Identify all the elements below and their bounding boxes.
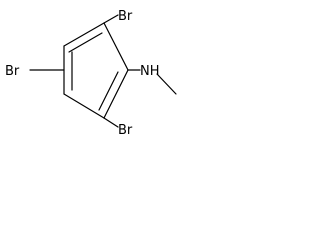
ring-bond-right-lower — [103, 69, 129, 119]
ring-bond-right-lower-inner — [98, 71, 119, 111]
ring-bond-right-upper — [103, 22, 129, 71]
ring-bond-top-inner — [68, 32, 103, 53]
ring-bond-top — [63, 22, 105, 47]
bond-to-br-top — [103, 14, 119, 24]
benzene-ring — [63, 22, 129, 119]
br-bottom-label: Br — [118, 123, 133, 138]
bond-to-br-bottom — [103, 117, 119, 128]
ring-bond-bottom — [63, 93, 105, 119]
bond-amine-methyl — [156, 73, 177, 95]
br-left-label: Br — [5, 64, 20, 79]
amine-label: NH — [140, 64, 160, 79]
structure-diagram: Br Br Br NH — [5, 9, 177, 138]
br-top-label: Br — [118, 9, 133, 24]
